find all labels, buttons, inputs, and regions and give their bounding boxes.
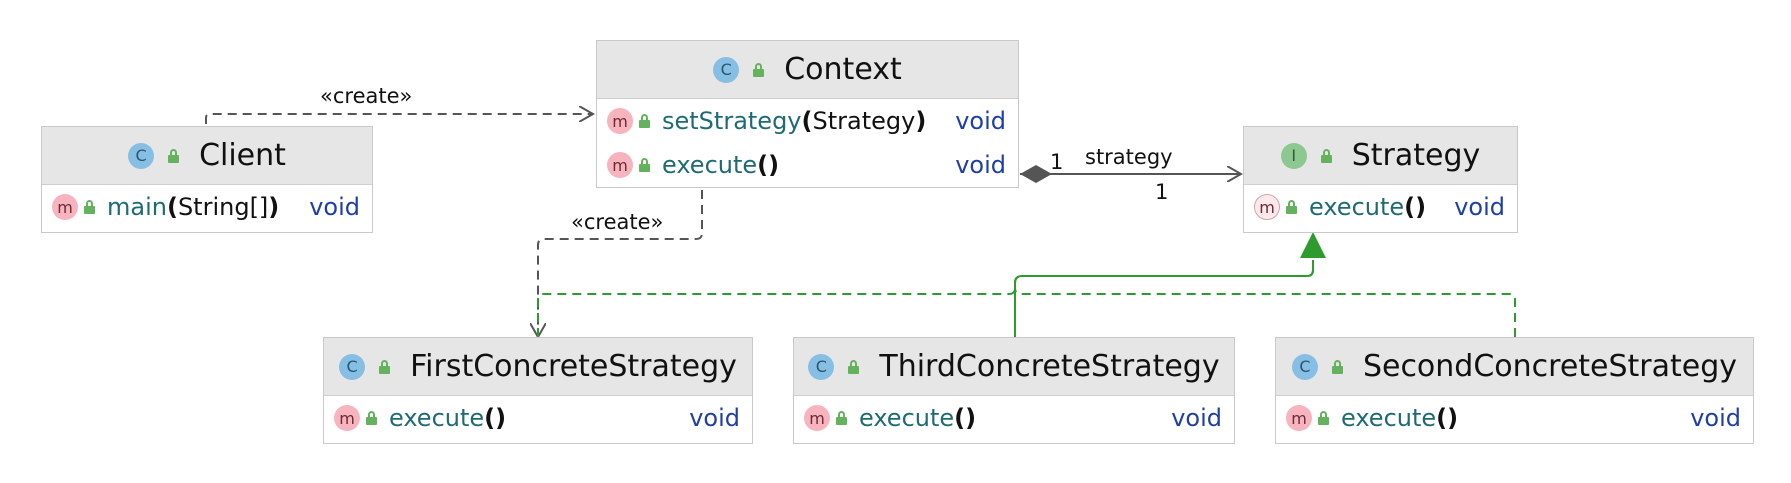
class-name: ThirdConcreteStrategy bbox=[879, 349, 1220, 384]
method-icon: m bbox=[334, 405, 360, 431]
class-name: FirstConcreteStrategy bbox=[410, 349, 737, 384]
class-header: C ThirdConcreteStrategy bbox=[794, 338, 1234, 396]
realization-arrowhead bbox=[1300, 232, 1326, 258]
public-lock-icon bbox=[168, 148, 180, 163]
method-icon: m bbox=[607, 152, 633, 178]
class-header: C SecondConcreteStrategy bbox=[1276, 338, 1753, 396]
method-icon: m bbox=[804, 405, 830, 431]
class-name: Client bbox=[199, 138, 286, 173]
class-second-concrete-strategy[interactable]: C SecondConcreteStrategy m execute() voi… bbox=[1275, 337, 1754, 444]
public-lock-icon bbox=[84, 200, 95, 214]
public-lock-icon bbox=[366, 411, 377, 425]
class-icon: C bbox=[339, 353, 366, 380]
class-client[interactable]: C Client m main(String[]) void bbox=[41, 126, 373, 233]
third-strategy-realization bbox=[1014, 260, 1314, 337]
public-lock-icon bbox=[753, 62, 765, 77]
method-name: execute bbox=[1309, 193, 1405, 221]
return-type: void bbox=[1171, 404, 1222, 432]
return-type: void bbox=[689, 404, 740, 432]
method-icon: m bbox=[1286, 405, 1312, 431]
public-lock-icon bbox=[379, 359, 391, 374]
method-row[interactable]: m execute() void bbox=[324, 396, 752, 440]
public-lock-icon bbox=[1318, 411, 1329, 425]
context-first-dependency bbox=[538, 190, 703, 337]
class-context[interactable]: C Context m setStrategy(Strategy) void m… bbox=[596, 40, 1019, 188]
interface-icon: I bbox=[1280, 142, 1307, 169]
class-name: Context bbox=[784, 52, 902, 87]
method-param: Strategy bbox=[812, 107, 916, 135]
public-lock-icon bbox=[1286, 200, 1297, 214]
class-icon: C bbox=[808, 353, 835, 380]
method-row[interactable]: m execute() void bbox=[597, 143, 1018, 187]
return-type: void bbox=[1454, 193, 1505, 221]
context-first-create-label: «create» bbox=[571, 210, 664, 234]
class-icon: C bbox=[713, 56, 740, 83]
public-lock-icon bbox=[639, 114, 650, 128]
method-name: execute bbox=[389, 404, 485, 432]
class-header: I Strategy bbox=[1244, 127, 1517, 185]
public-lock-icon bbox=[1331, 359, 1343, 374]
method-name: main bbox=[107, 193, 167, 221]
return-type: void bbox=[955, 107, 1006, 135]
public-lock-icon bbox=[848, 359, 860, 374]
public-lock-icon bbox=[1320, 148, 1332, 163]
association-source-multiplicity: 1 bbox=[1050, 150, 1064, 174]
method-param: String[] bbox=[177, 193, 269, 221]
abstract-method-icon: m bbox=[1254, 194, 1280, 220]
association-role-label: strategy bbox=[1085, 145, 1173, 169]
class-header: C Client bbox=[42, 127, 372, 185]
client-context-dependency bbox=[205, 114, 593, 124]
method-row[interactable]: m main(String[]) void bbox=[42, 185, 372, 229]
class-third-concrete-strategy[interactable]: C ThirdConcreteStrategy m execute() void bbox=[793, 337, 1235, 444]
return-type: void bbox=[1690, 404, 1741, 432]
return-type: void bbox=[955, 151, 1006, 179]
method-row[interactable]: m execute() void bbox=[1276, 396, 1753, 440]
return-type: void bbox=[309, 193, 360, 221]
class-first-concrete-strategy[interactable]: C FirstConcreteStrategy m execute() void bbox=[323, 337, 753, 444]
class-name: Strategy bbox=[1351, 138, 1481, 173]
static-method-icon: m bbox=[52, 194, 78, 220]
method-name: execute bbox=[859, 404, 955, 432]
aggregation-diamond bbox=[1020, 165, 1052, 183]
first-strategy-realization bbox=[537, 260, 1314, 337]
method-row[interactable]: m execute() void bbox=[794, 396, 1234, 440]
class-icon: C bbox=[1291, 353, 1318, 380]
public-lock-icon bbox=[836, 411, 847, 425]
association-target-multiplicity: 1 bbox=[1155, 180, 1169, 204]
method-name: execute bbox=[1341, 404, 1437, 432]
runnable-class-icon: C bbox=[128, 142, 155, 169]
method-row[interactable]: m setStrategy(Strategy) void bbox=[597, 99, 1018, 143]
class-header: C FirstConcreteStrategy bbox=[324, 338, 752, 396]
interface-strategy[interactable]: I Strategy m execute() void bbox=[1243, 126, 1518, 233]
method-row[interactable]: m execute() void bbox=[1244, 185, 1517, 229]
client-context-create-label: «create» bbox=[320, 84, 413, 108]
class-name: SecondConcreteStrategy bbox=[1362, 349, 1738, 384]
second-strategy-realization bbox=[1014, 287, 1516, 337]
public-lock-icon bbox=[639, 158, 650, 172]
method-icon: m bbox=[607, 108, 633, 134]
method-name: setStrategy bbox=[662, 107, 802, 135]
method-name: execute bbox=[662, 151, 758, 179]
class-header: C Context bbox=[597, 41, 1018, 99]
